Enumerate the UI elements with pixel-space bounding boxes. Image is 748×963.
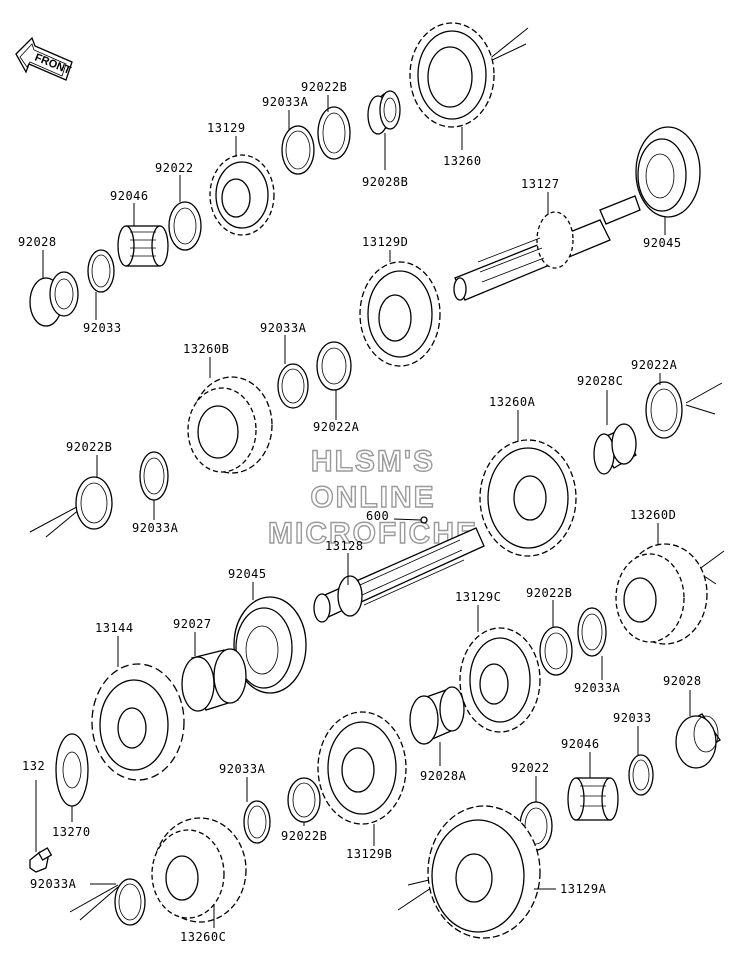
- label-92027: 92027: [173, 617, 212, 631]
- label-13129D: 13129D: [362, 235, 408, 249]
- circlip-92033[interactable]: [87, 249, 115, 293]
- needle-bearing-92046-right[interactable]: [567, 777, 619, 821]
- circlip-92033A-mid[interactable]: [277, 363, 309, 409]
- label-92028A: 92028A: [420, 769, 467, 783]
- bushing-92028B[interactable]: [367, 90, 401, 135]
- bolt-132[interactable]: [29, 847, 53, 873]
- label-13129B: 13129B: [346, 847, 392, 861]
- label-13129: 13129: [207, 121, 246, 135]
- label-13260: 13260: [443, 154, 482, 168]
- label-92045-top: 92045: [643, 236, 682, 250]
- label-92033A-left: 92033A: [132, 521, 179, 535]
- label-92022B-left: 92022B: [66, 440, 112, 454]
- label-92028B: 92028B: [362, 175, 408, 189]
- label-92033A-bottom: 92033A: [30, 877, 77, 891]
- part-labels: 13260 92022B 92033A 13129 92028B 92022 9…: [18, 80, 702, 944]
- label-13260B: 13260B: [183, 342, 229, 356]
- circlip-92033-right[interactable]: [628, 754, 654, 796]
- washer-92022[interactable]: [168, 201, 202, 251]
- gear-13260B[interactable]: [187, 376, 273, 474]
- label-92028-right: 92028: [663, 674, 702, 688]
- bushing-92028C[interactable]: [593, 423, 637, 475]
- bushing-92028A[interactable]: [409, 686, 465, 745]
- label-13270: 13270: [52, 825, 91, 839]
- label-13128: 13128: [325, 539, 364, 553]
- label-92022: 92022: [155, 161, 194, 175]
- watermark-line-1: HLSM'S: [311, 445, 435, 478]
- label-13260A: 13260A: [489, 395, 536, 409]
- label-92022A-right: 92022A: [631, 358, 678, 372]
- watermark: HLSM'S ONLINE MICROFICHE: [267, 444, 476, 550]
- label-92028C: 92028C: [577, 374, 623, 388]
- bushing-92028[interactable]: [29, 271, 79, 327]
- plate-13270[interactable]: [55, 733, 89, 807]
- label-92022B-low: 92022B: [281, 829, 327, 843]
- watermark-line-2: ONLINE: [310, 481, 435, 514]
- gear-13260D[interactable]: [615, 543, 708, 645]
- label-92046-right: 92046: [561, 737, 600, 751]
- label-92033A-mid: 92033A: [260, 321, 307, 335]
- bushing-92027[interactable]: [181, 648, 247, 712]
- label-13260D: 13260D: [630, 508, 676, 522]
- washer-92022B-left[interactable]: [75, 476, 113, 530]
- label-13129A: 13129A: [560, 882, 607, 896]
- shaft-13127[interactable]: [453, 195, 641, 301]
- bearing-92045-top[interactable]: [635, 126, 701, 218]
- bushing-92028-right[interactable]: [675, 713, 721, 769]
- washer-92022B-top[interactable]: [317, 106, 351, 160]
- circlip-92033A-bottom[interactable]: [114, 878, 146, 926]
- label-92022A-mid: 92022A: [313, 420, 360, 434]
- washer-92022B-low[interactable]: [287, 777, 321, 823]
- label-600: 600: [366, 509, 389, 523]
- label-132: 132: [22, 759, 45, 773]
- circlip-92033A-left[interactable]: [139, 451, 169, 501]
- sprocket-13144[interactable]: [91, 663, 185, 781]
- bearing-92045-mid[interactable]: [233, 596, 307, 694]
- label-13260C: 13260C: [180, 930, 226, 944]
- label-92045-mid: 92045: [228, 567, 267, 581]
- label-13129C: 13129C: [455, 590, 501, 604]
- label-92033A-low: 92033A: [219, 762, 266, 776]
- label-92033A-top: 92033A: [262, 95, 309, 109]
- label-92022-low: 92022: [511, 761, 550, 775]
- label-13127: 13127: [521, 177, 560, 191]
- label-92033: 92033: [83, 321, 122, 335]
- label-92046: 92046: [110, 189, 149, 203]
- washer-92022B-mid[interactable]: [539, 626, 573, 676]
- gear-13260A[interactable]: [479, 439, 577, 557]
- label-92033A-right: 92033A: [574, 681, 621, 695]
- gear-13129B[interactable]: [317, 711, 407, 825]
- label-13144: 13144: [95, 621, 134, 635]
- front-arrow-icon: FRONT: [15, 36, 73, 81]
- gear-13129[interactable]: [209, 154, 275, 236]
- washer-92022A-mid[interactable]: [316, 341, 352, 391]
- circlip-92033A-top[interactable]: [281, 125, 315, 175]
- shaft-13128[interactable]: [313, 516, 485, 623]
- circlip-92033A-right[interactable]: [577, 607, 607, 657]
- label-92022B-top: 92022B: [301, 80, 347, 94]
- circlip-92033A-low[interactable]: [243, 800, 271, 844]
- gear-13129D[interactable]: [359, 261, 441, 367]
- gear-13129A[interactable]: [427, 805, 541, 939]
- gear-13129C[interactable]: [459, 627, 541, 733]
- label-92028: 92028: [18, 235, 57, 249]
- gear-13260C[interactable]: [151, 817, 247, 923]
- label-92022B-mid: 92022B: [526, 586, 572, 600]
- label-92033-right: 92033: [613, 711, 652, 725]
- gear-13260[interactable]: [409, 22, 495, 128]
- washer-92022A-right[interactable]: [645, 381, 683, 439]
- needle-bearing-92046[interactable]: [117, 225, 169, 267]
